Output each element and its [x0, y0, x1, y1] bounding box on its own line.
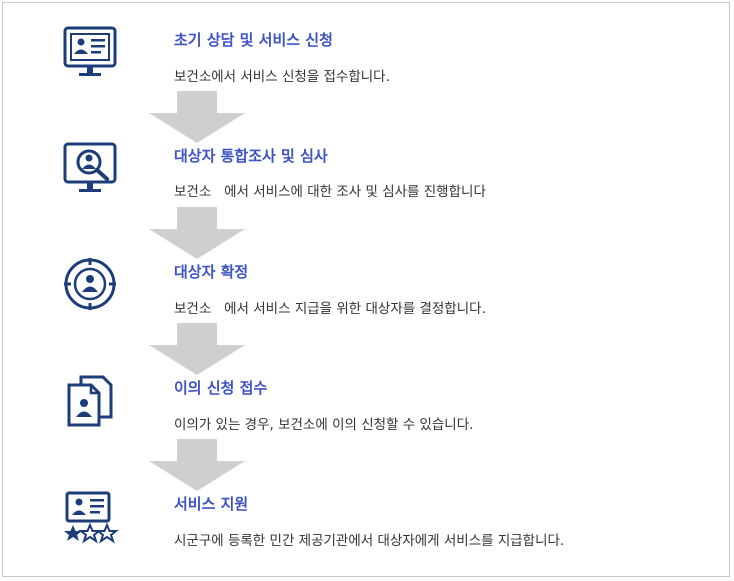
step-4-title: 이의 신청 접수	[174, 379, 268, 397]
step-5-description: 시군구에 등록한 민간 제공기관에서 대상자에게 서비스를 지급합니다.	[174, 533, 565, 549]
target-person-icon	[64, 258, 116, 310]
documents-person-icon	[67, 375, 113, 427]
step-5-title: 서비스 지원	[174, 495, 249, 513]
down-arrow-icon	[149, 439, 245, 491]
monitor-search-person-icon	[63, 142, 117, 192]
step-1-description: 보건소에서 서비스 신청을 접수합니다.	[174, 69, 390, 85]
id-card-stars-icon	[64, 491, 119, 544]
down-arrow-icon	[149, 207, 245, 259]
step-3-title: 대상자 확정	[174, 263, 249, 281]
down-arrow-icon	[149, 323, 245, 375]
down-arrow-icon	[149, 91, 245, 143]
step-2-title: 대상자 통합조사 및 심사	[174, 147, 328, 165]
monitor-id-card-icon	[63, 26, 117, 76]
step-1-title: 초기 상담 및 서비스 신청	[174, 31, 333, 49]
step-2-description: 보건소 에서 서비스에 대한 조사 및 심사를 진행합니다	[174, 184, 486, 200]
step-4-description: 이의가 있는 경우, 보건소에 이의 신청할 수 있습니다.	[174, 417, 474, 433]
step-3-description: 보건소 에서 서비스 지급을 위한 대상자를 결정합니다.	[174, 301, 486, 317]
